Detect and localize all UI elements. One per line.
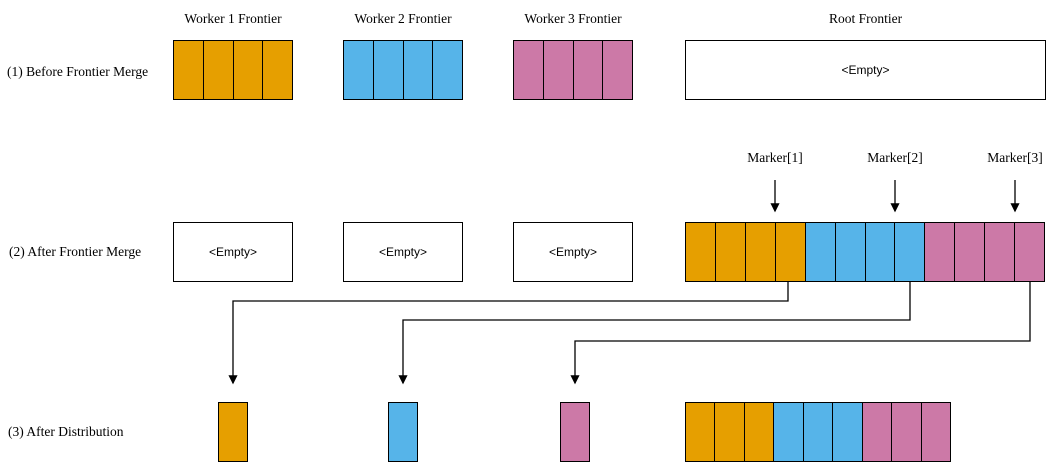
empty-text: <Empty> [548, 245, 598, 259]
frontier-cell [715, 223, 746, 281]
distribute-to-worker1-connector [228, 282, 789, 385]
frontier-cell [686, 223, 716, 281]
frontier-cell [1015, 223, 1045, 281]
stage3-label: (3) After Distribution [8, 424, 124, 439]
stage1-label: (1) Before Frontier Merge [7, 64, 149, 79]
worker2-frontier-title: Worker 2 Frontier [354, 11, 452, 26]
frontier-cell [862, 403, 893, 461]
frontier-cell [921, 403, 950, 461]
marker3-label: Marker[3] [987, 150, 1043, 165]
frontier-cell [803, 403, 834, 461]
frontier-cell [985, 223, 1016, 281]
empty-text: <Empty> [841, 63, 890, 77]
frontier-cell [686, 403, 716, 461]
root-frontier-after-distribution [685, 402, 951, 462]
frontier-cell [203, 41, 234, 99]
worker2-frontier-after-merge-empty: <Empty> [343, 222, 463, 282]
worker1-distributed-cell [218, 402, 248, 462]
stage2-label: (2) After Frontier Merge [9, 244, 142, 259]
frontier-cell [344, 41, 374, 99]
worker2-distributed-cell [388, 402, 418, 462]
frontier-cell [745, 223, 776, 281]
worker1-frontier-title: Worker 1 Frontier [184, 11, 282, 26]
frontier-cell [835, 223, 866, 281]
frontier-cell [373, 41, 404, 99]
frontier-cell [892, 403, 922, 461]
frontier-cell [895, 223, 926, 281]
marker1-label: Marker[1] [747, 150, 803, 165]
root-frontier-before-empty: <Empty> [685, 40, 1046, 100]
frontier-cell [514, 41, 544, 99]
frontier-cell [603, 41, 632, 99]
frontier-cell [403, 41, 434, 99]
frontier-cell [543, 41, 574, 99]
frontier-cell [263, 41, 292, 99]
empty-text: <Empty> [378, 245, 428, 259]
frontier-cell [744, 403, 775, 461]
distribute-to-worker3-connector [570, 282, 1031, 385]
frontier-cell [233, 41, 264, 99]
worker2-frontier-before [343, 40, 463, 100]
frontier-cell [715, 403, 745, 461]
frontier-cell [774, 403, 804, 461]
root-frontier-title: Root Frontier [828, 11, 903, 26]
frontier-cell [174, 41, 204, 99]
frontier-cell [865, 223, 896, 281]
frontier-cell [805, 223, 836, 281]
frontier-cell [573, 41, 604, 99]
distribute-to-worker2-connector [398, 282, 911, 385]
frontier-cell [955, 223, 986, 281]
worker3-frontier-title: Worker 3 Frontier [524, 11, 622, 26]
worker3-frontier-before [513, 40, 633, 100]
frontier-cell [775, 223, 806, 281]
root-frontier-merged [685, 222, 1045, 282]
marker2-label: Marker[2] [867, 150, 923, 165]
worker3-distributed-cell [560, 402, 590, 462]
empty-text: <Empty> [208, 245, 258, 259]
worker3-frontier-after-merge-empty: <Empty> [513, 222, 633, 282]
worker1-frontier-before [173, 40, 293, 100]
worker1-frontier-after-merge-empty: <Empty> [173, 222, 293, 282]
frontier-cell [925, 223, 956, 281]
frontier-cell [833, 403, 863, 461]
frontier-cell [433, 41, 462, 99]
